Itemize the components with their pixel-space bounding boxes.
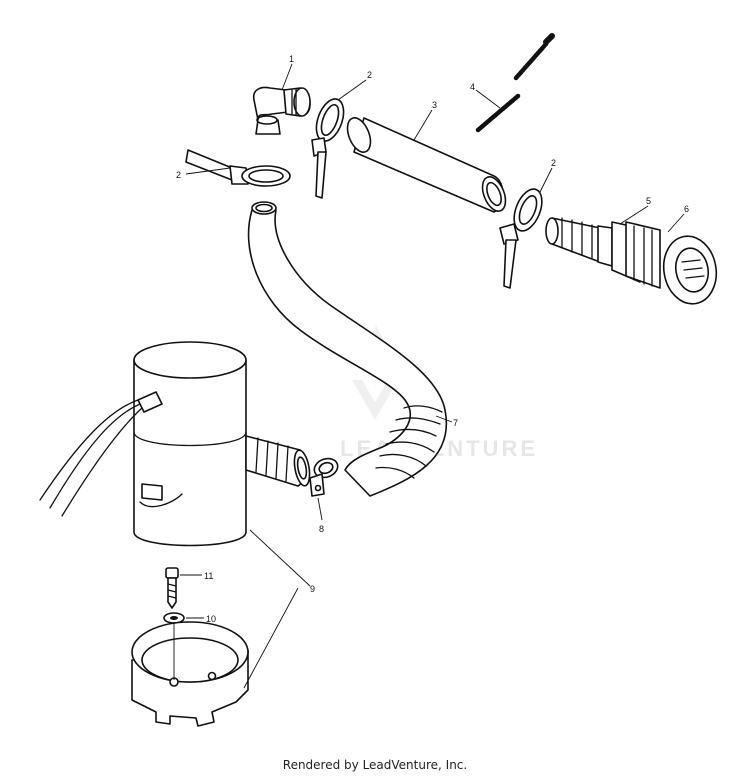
callout-11: 11 [204, 571, 213, 581]
bilge-pump [39, 341, 311, 547]
callout-9: 9 [310, 584, 315, 594]
leader-lines [180, 63, 685, 689]
hose-clamp-left [185, 149, 291, 187]
callout-6: 6 [684, 204, 689, 214]
hose-clamp-small [309, 457, 339, 497]
callout-4: 4 [470, 82, 475, 92]
thru-hull-flange [611, 221, 718, 305]
callout-5: 5 [646, 196, 651, 206]
hose-clamp-right [499, 188, 543, 289]
callout-10: 10 [206, 614, 216, 624]
hose-clamp-upper [311, 98, 345, 199]
callout-2-right: 2 [551, 158, 556, 168]
callout-8: 8 [319, 524, 324, 534]
callout-2-left: 2 [176, 170, 181, 180]
callout-2-upper: 2 [367, 70, 372, 80]
elbow-fitting [252, 86, 311, 135]
curved-hose [247, 201, 448, 497]
straight-hose [346, 117, 507, 213]
screw [165, 567, 179, 609]
outlet-fitting [545, 217, 613, 267]
cable-tie [475, 33, 555, 133]
callout-3: 3 [432, 100, 437, 110]
callout-7: 7 [453, 418, 458, 428]
callout-1: 1 [289, 54, 294, 64]
footer-credit: Rendered by LeadVenture, Inc. [282, 758, 468, 772]
washer [163, 612, 185, 624]
pump-base [131, 621, 249, 727]
